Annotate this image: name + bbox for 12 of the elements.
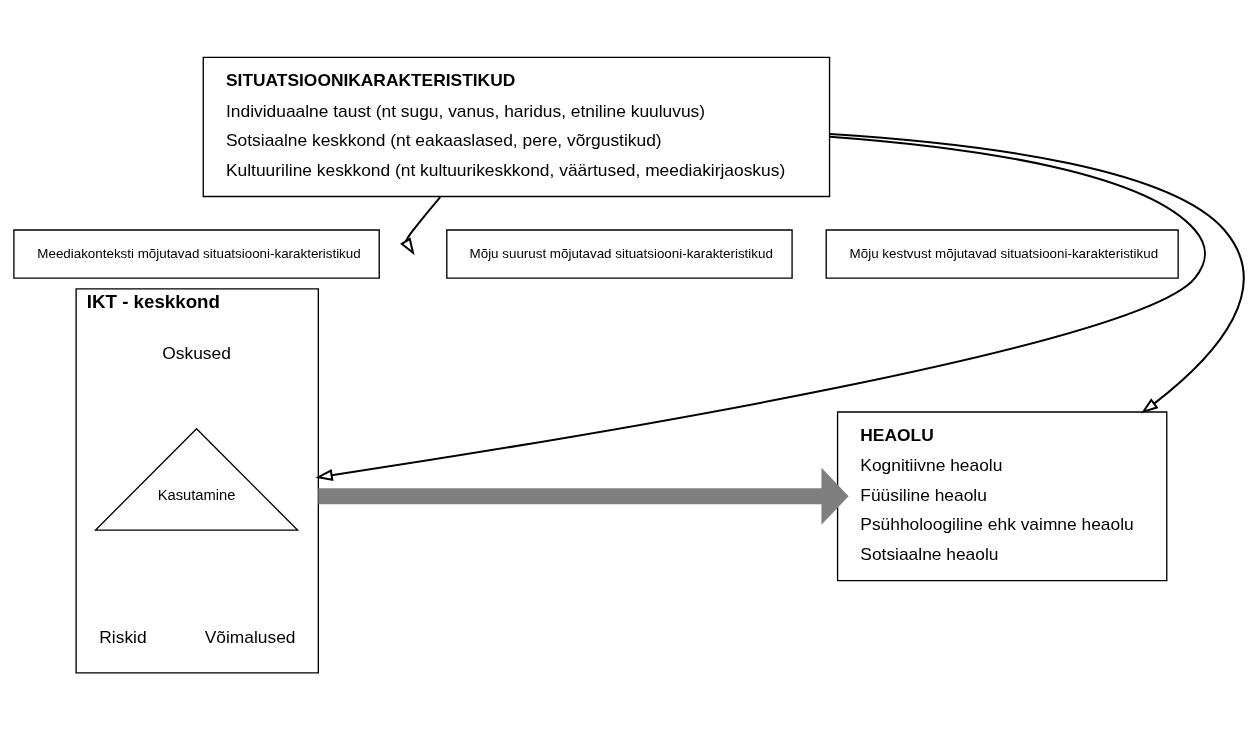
node-box: Meediakonteksti mõjutavad situatsiooni-karakteristikud [13, 228, 380, 279]
arrow [829, 132, 1245, 414]
label: Riskid [99, 626, 147, 647]
arrow [318, 467, 849, 525]
arrow [315, 135, 1206, 481]
node-box: Mõju suurust mõjutavad situatsiooni-karakteristikud [446, 228, 793, 279]
node-box: Mõju kestvust mõjutavad situatsiooni-karakteristikud [825, 228, 1179, 279]
node-box: HEAOLU Kognitiivne heaolu Füüsiline heaolu Psühholoogiline ehk vaimne heaolu Sotsiaalne heaolu [836, 410, 1168, 581]
node-box: SITUATSIOONIKARAKTERISTIKUD Individuaalne taust (nt sugu, vanus, haridus, etniline kuuluvus) Sotsiaalne keskkond (nt eakaaslased, pere, võrgustikud) Kultuuriline keskkond (nt kultuurikeskkond, väärtused, meediakirjaoskus) [202, 56, 831, 197]
label: Võimalused [204, 626, 296, 647]
arrow [400, 195, 441, 255]
label: Oskused [162, 342, 231, 363]
